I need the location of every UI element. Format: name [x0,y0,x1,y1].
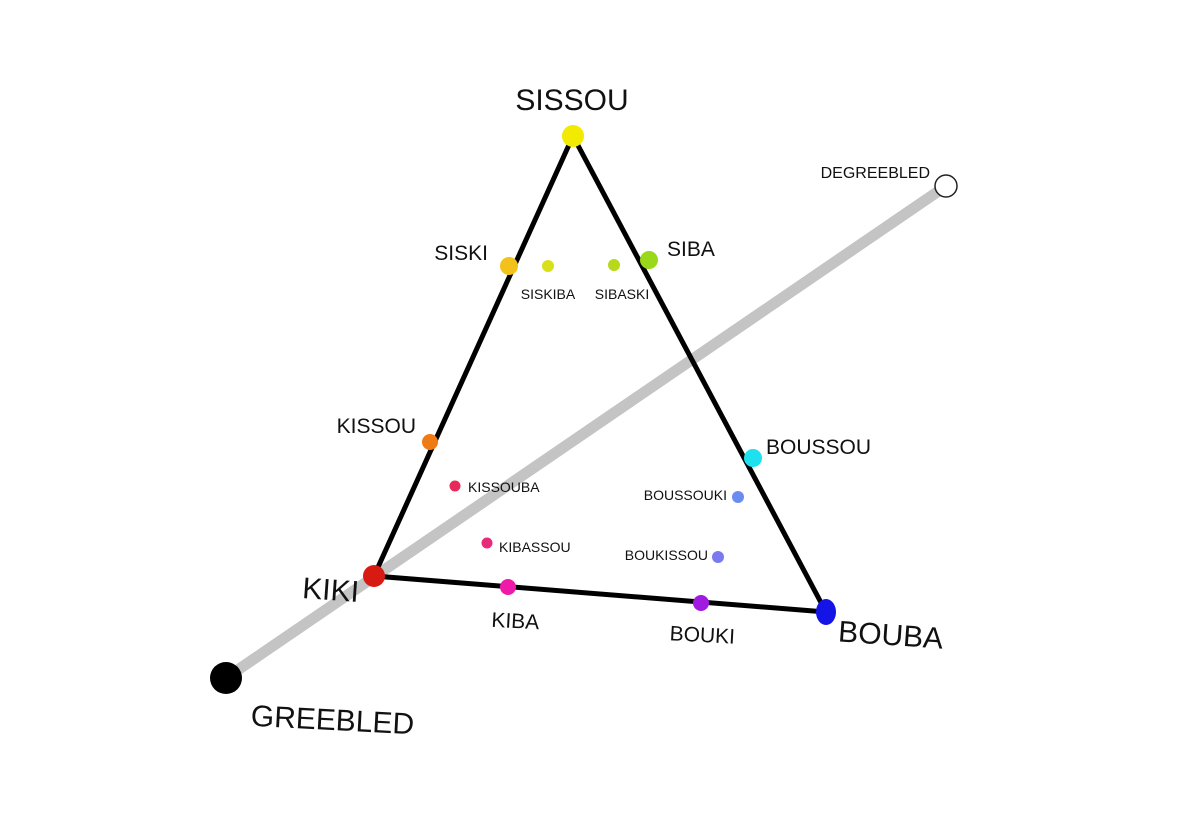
greebled-endpoint [210,662,242,694]
siba-label: SIBA [667,238,715,261]
kiki-point [363,565,385,587]
edge-kiki-bouba [373,573,827,615]
siski-label: SISKI [434,242,488,265]
kibassou-point [481,537,493,549]
bouki-point [693,595,709,611]
bouba-label: BOUBA [837,615,944,655]
kiba-label: KIBA [491,609,540,634]
boussou-label: BOUSSOU [766,436,871,459]
edge-kiki-sissou [371,134,576,578]
boussouki-point [732,491,744,503]
bouba-point [816,599,836,625]
bouki-label: BOUKI [669,622,735,648]
sibaski-point [608,259,620,271]
sissou-label: SISSOU [515,84,628,117]
kissou-label: KISSOU [337,415,416,438]
kissouba-point [449,480,461,492]
boukissou-label: BOUKISSOU [625,547,708,563]
edge-sissou-bouba [570,134,829,614]
greebled-label: GREEBLED [250,700,415,742]
boukissou-point [712,551,724,563]
kissouba-label: KISSOUBA [468,479,540,495]
greebled-axis-line [220,180,952,684]
boussouki-label: BOUSSOUKI [644,487,727,503]
kiki-label: KIKI [301,572,360,609]
kiba-point [500,579,516,595]
degreebled-label: DEGREEBLED [821,165,930,182]
boussou-point [744,449,762,467]
kibassou-label: KIBASSOU [499,539,571,555]
siba-point [640,251,658,269]
siskiba-label: SISKIBA [521,286,576,302]
sissou-point [562,125,584,147]
siski-point [500,257,518,275]
siskiba-point [542,260,554,272]
kissou-point [422,434,438,450]
sibaski-label: SIBASKI [595,286,649,302]
degreebled-endpoint [934,174,958,198]
